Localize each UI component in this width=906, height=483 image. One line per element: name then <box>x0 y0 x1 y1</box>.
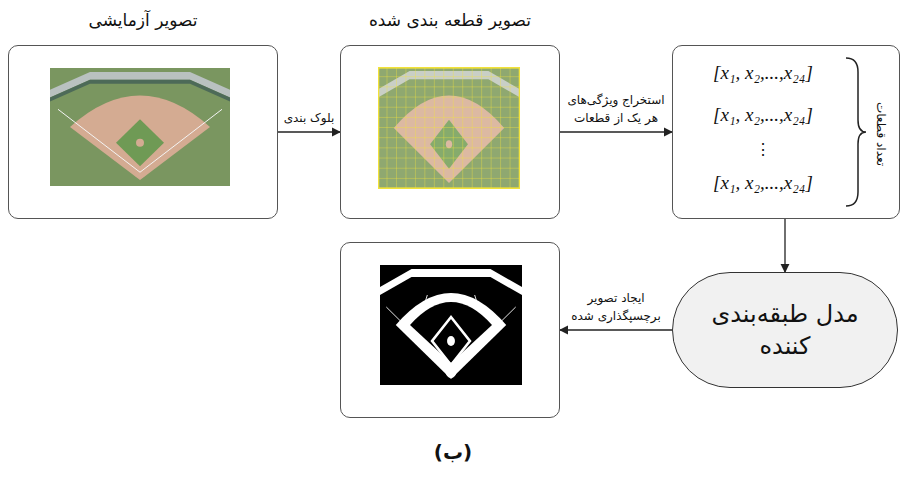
feature-vector: [x₁, x₂,...,x₂₄] <box>681 172 845 194</box>
feature-vector: [x₁, x₂,...,x₂₄] <box>681 104 845 126</box>
figure-caption: (ب) <box>0 440 906 464</box>
segmented-field-photo <box>378 67 520 189</box>
feature-vectors-box: [x₁, x₂,...,x₂₄] [x₁, x₂,...,x₂₄] ⋮ [x₁, x₂… <box>672 45 900 219</box>
box-heading: تصویر قطعه بندی شده <box>331 10 569 30</box>
edge-label: بلوک بندی <box>283 110 336 127</box>
labeled-output-image <box>380 265 522 385</box>
connector-arrow <box>560 131 672 132</box>
model-label: مدل طبقه‌بندی کننده <box>695 298 875 363</box>
connector-arrow <box>278 131 340 132</box>
input-image-box: تصویر آزمایشی <box>8 45 278 219</box>
output-image-box <box>340 242 560 418</box>
brace-label: تعداد قطعات <box>874 102 888 166</box>
baseball-field-photo <box>50 68 230 186</box>
edge-label: استخراج ویژگی‌های هر یک از قطعات <box>562 92 670 127</box>
connector-arrow <box>784 219 785 272</box>
classifier-model: مدل طبقه‌بندی کننده <box>672 272 898 388</box>
edge-label: ایجاد تصویر برچسپگذاری شده <box>562 290 670 325</box>
ellipsis-mark: ⋮ <box>681 140 845 159</box>
box-heading: تصویر آزمایشی <box>0 10 287 30</box>
connector-arrow <box>560 329 672 330</box>
segmented-image-box: تصویر قطعه بندی شده <box>340 45 560 219</box>
feature-vector: [x₁, x₂,...,x₂₄] <box>681 62 845 84</box>
